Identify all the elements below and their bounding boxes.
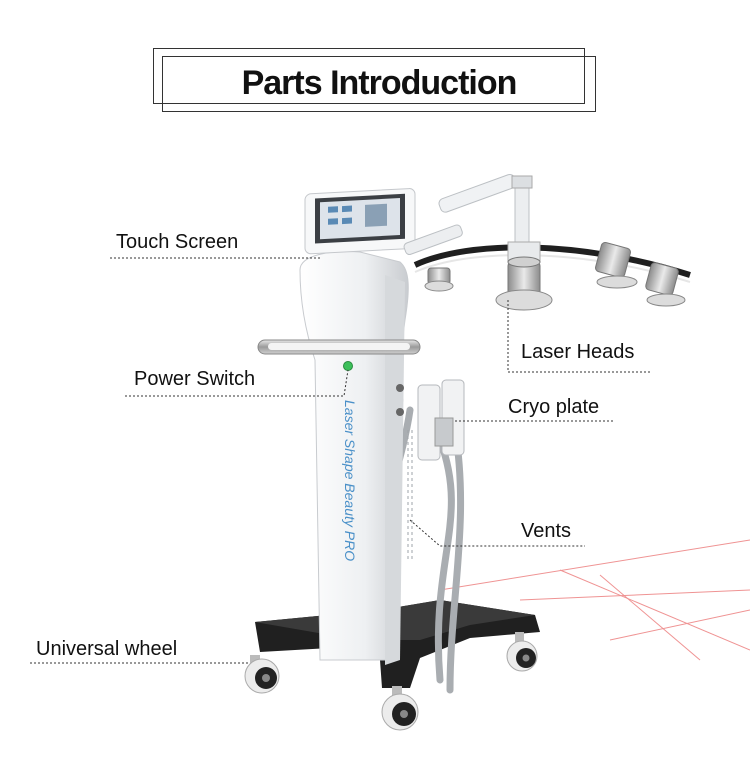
title-frame-offset [162,56,596,112]
title-frame [153,48,585,104]
leader-power-switch [125,369,349,397]
label-cryo-plate: Cryo plate [508,396,600,418]
universal-wheel-left [244,655,280,694]
page-title: Parts Introduction [241,64,518,102]
universal-wheel-front [381,686,419,731]
cryo-plates [396,379,465,461]
leader-vents [409,519,585,547]
handle-tray [257,339,421,355]
laser-heads [424,242,686,311]
laser-head-right-1 [595,242,638,289]
laser-head-center [495,256,553,311]
power-switch-led [343,361,353,371]
laser-arm [403,173,691,283]
label-vents: Vents [521,520,572,542]
touch-screen-device [304,188,416,255]
label-power-switch: Power Switch [134,368,256,390]
title-box: Parts Introduction [153,48,596,112]
device-brand-text: Laser Shape Beauty PRO [342,400,358,561]
laser-beams [439,539,750,661]
label-laser-heads: Laser Heads [521,341,635,363]
callout-lines [30,257,652,664]
label-universal-wheel: Universal wheel [36,638,178,660]
universal-wheel-right [506,632,538,672]
vents-grille [407,430,413,560]
laser-head-left [424,267,454,292]
label-touch-screen: Touch Screen [116,231,239,253]
leader-laser-heads [507,300,652,373]
laser-head-right-2 [645,262,686,307]
